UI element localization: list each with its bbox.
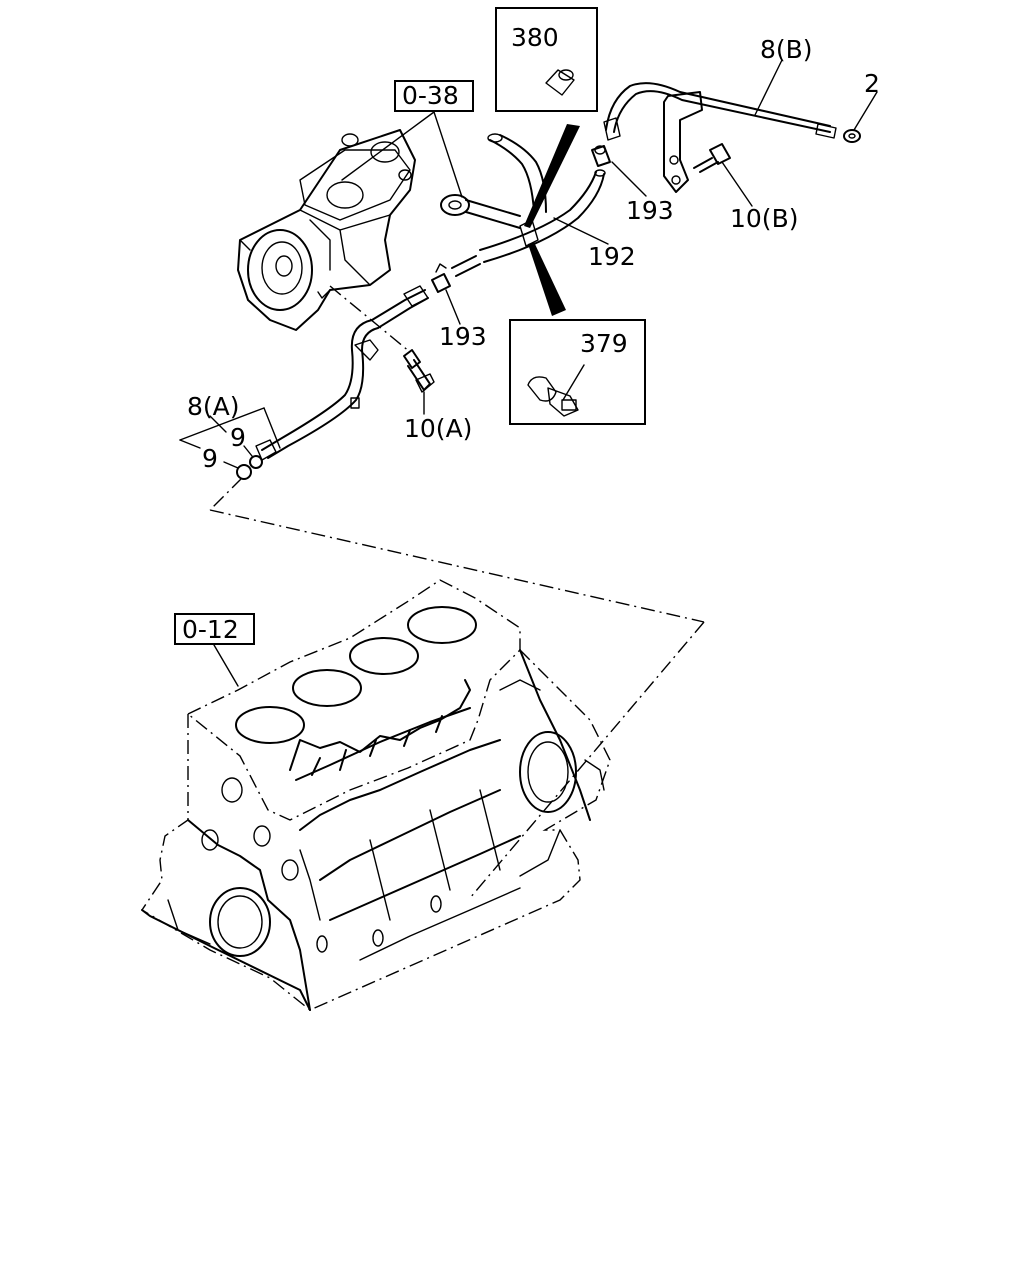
fitting-193-mid: [431, 263, 451, 293]
hose-192: [451, 169, 606, 277]
leader-compressor-10a: [329, 285, 411, 353]
label-192: 192: [588, 242, 636, 271]
inset-380-label: 380: [511, 23, 559, 52]
bushing-icon: [545, 69, 575, 96]
label-10b: 10(B): [730, 204, 798, 233]
callout-leaders: [179, 59, 878, 469]
label-193-top: 193: [626, 196, 674, 225]
reference-0-38[interactable]: 0-38: [341, 80, 474, 198]
label-9-lower: 9: [202, 444, 218, 473]
pipe-8b: [603, 82, 837, 141]
block-connector: [209, 477, 705, 899]
label-193-mid: 193: [439, 322, 487, 351]
inset-380-pointer: [524, 124, 580, 228]
inset-379-pointer: [528, 242, 566, 316]
inset-379-label: 379: [580, 329, 628, 358]
label-10a: 10(A): [404, 414, 472, 443]
inset-379: 379: [509, 242, 646, 425]
clamp-icon: [527, 364, 585, 417]
ring-2: [843, 129, 861, 143]
washer-upper: [249, 455, 263, 469]
cylinder-block: [141, 579, 611, 1011]
label-9-upper: 9: [230, 423, 246, 452]
fitting-193-top: [591, 145, 611, 167]
label-2: 2: [864, 69, 880, 98]
reference-0-38-label: 0-38: [402, 81, 459, 110]
bolt-10b: [693, 143, 731, 173]
label-8a: 8(A): [187, 392, 240, 421]
bolt-10a: [403, 349, 435, 393]
banjo-pipe: [440, 133, 547, 229]
reference-0-12-label: 0-12: [182, 615, 239, 644]
reference-0-12[interactable]: 0-12: [174, 613, 255, 687]
label-8b: 8(B): [760, 35, 813, 64]
bracket: [663, 91, 703, 193]
air-compressor: [237, 129, 416, 331]
washer-lower: [236, 464, 252, 480]
inset-380: 380: [495, 7, 598, 228]
pipe-8a: [255, 285, 429, 461]
